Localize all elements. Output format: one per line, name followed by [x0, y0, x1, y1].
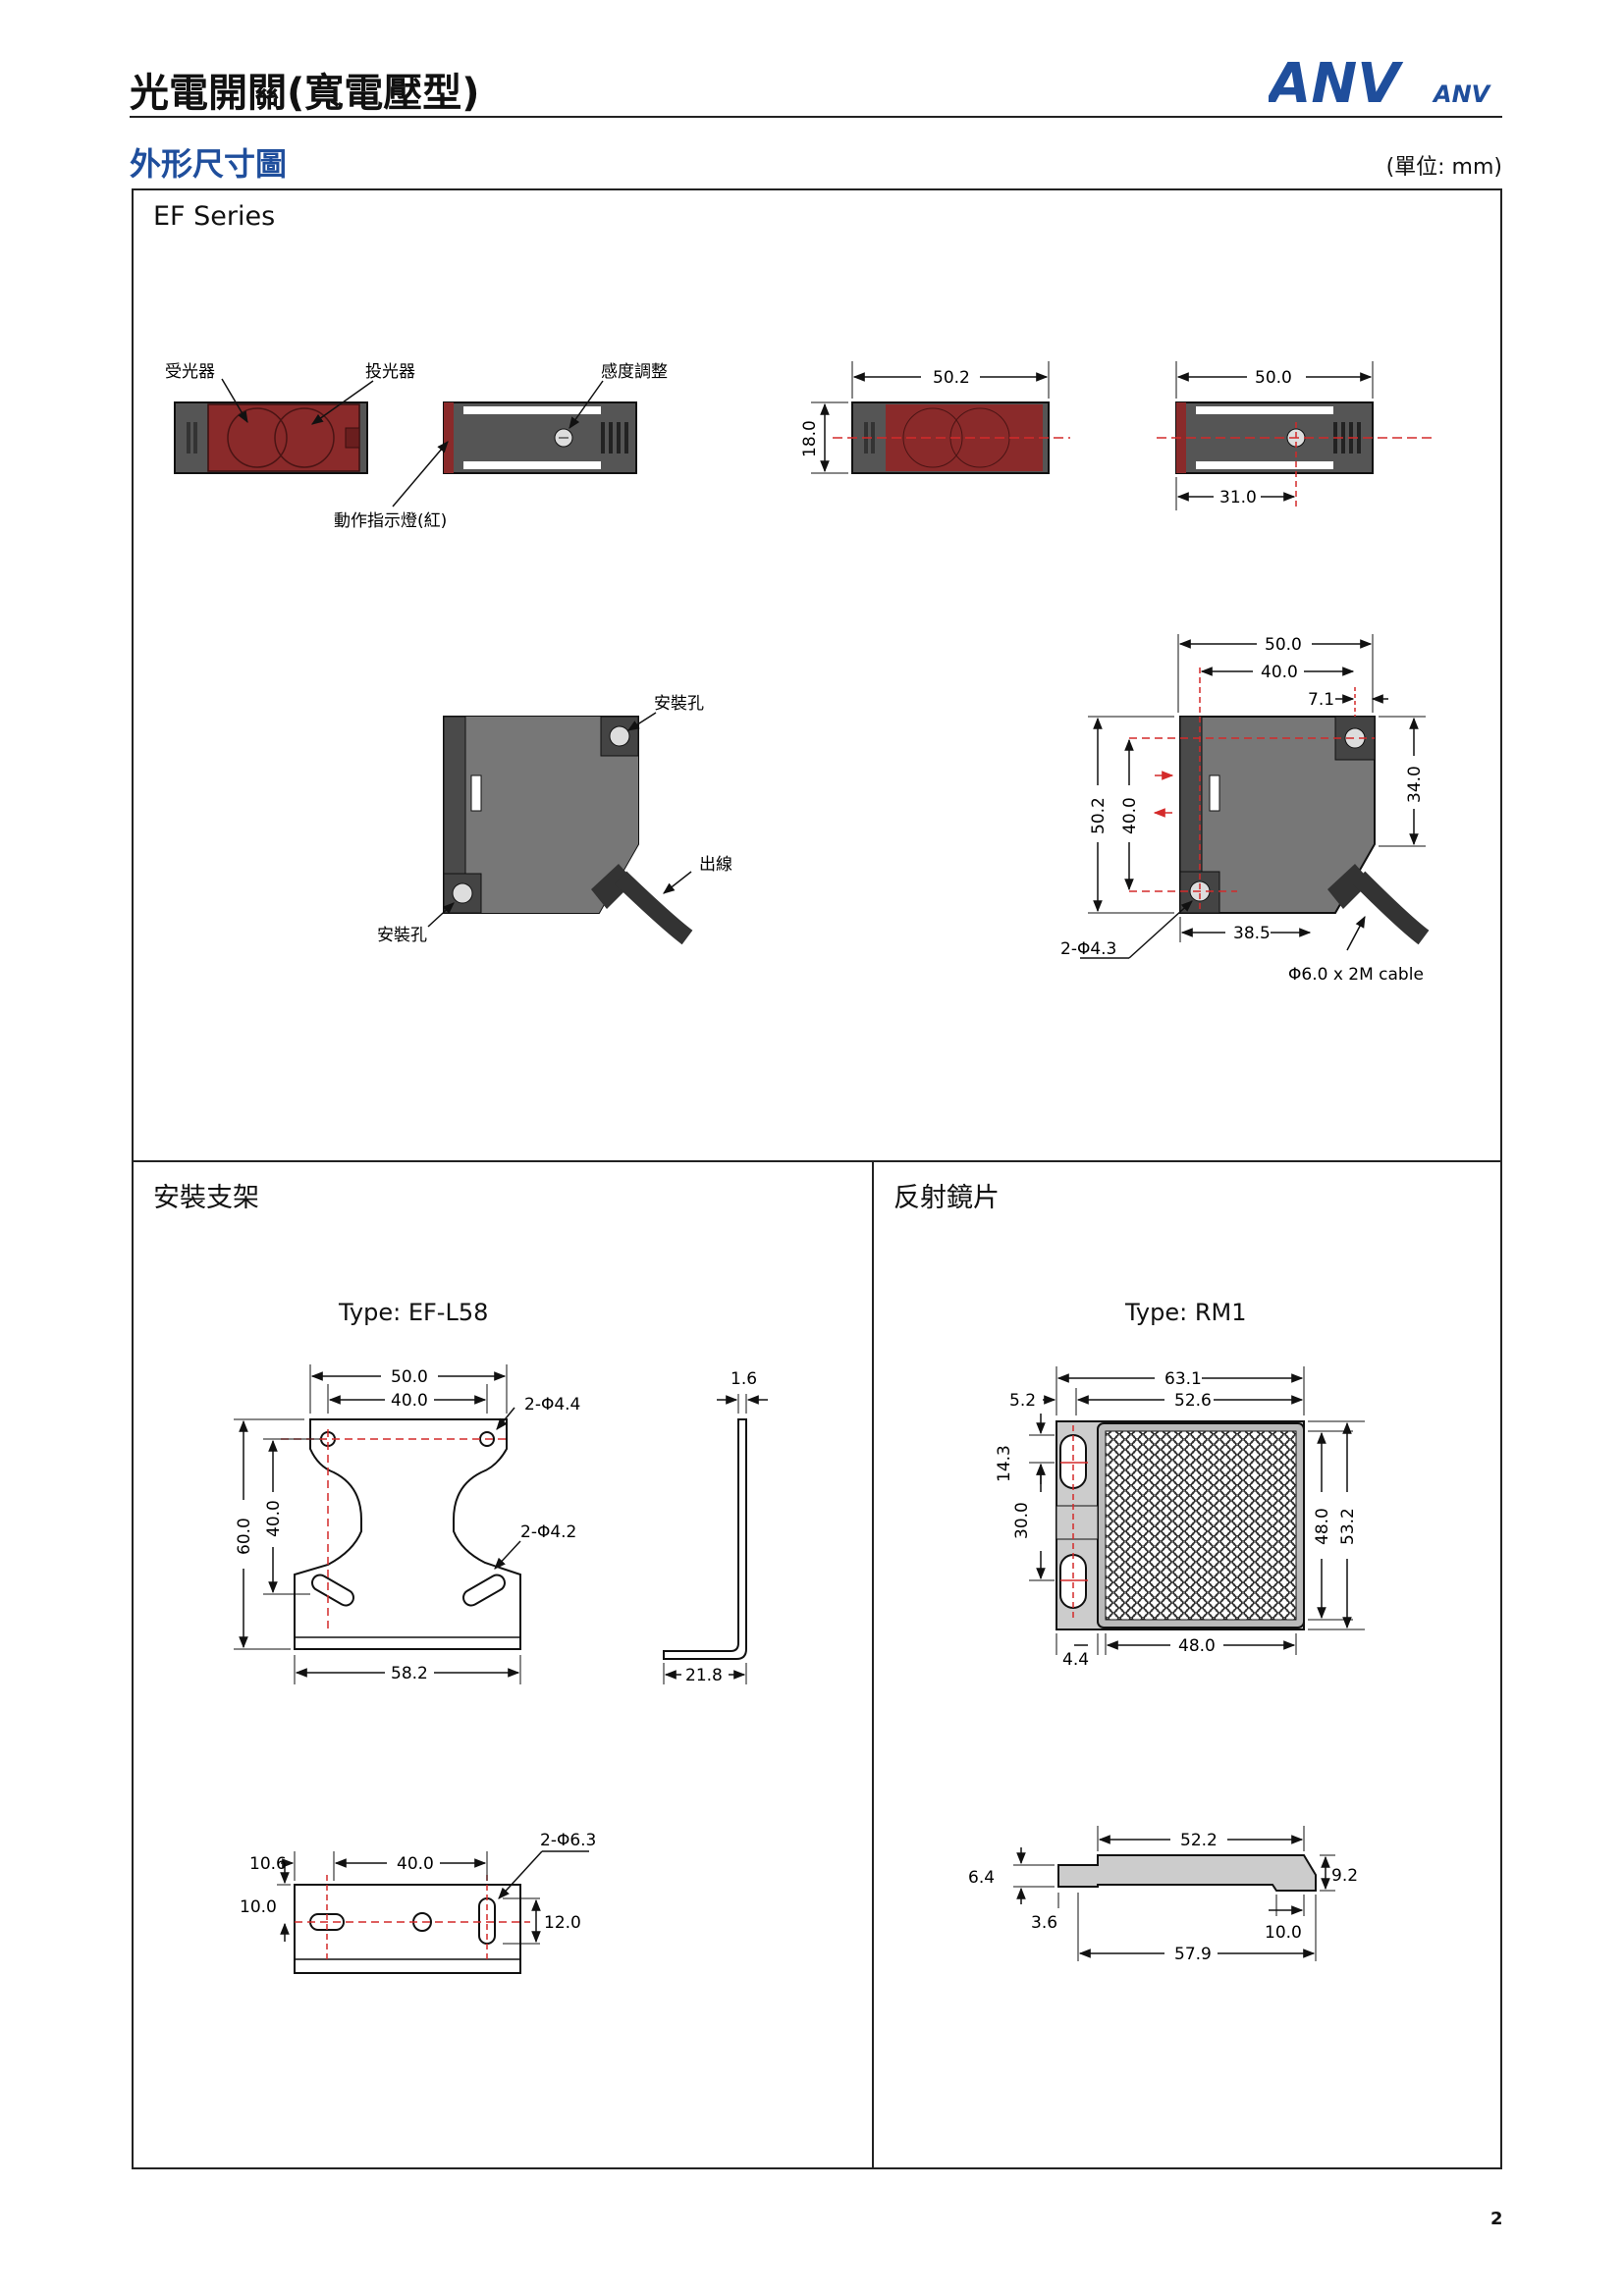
bracket-dim-holes42: 2-Φ4.2 — [520, 1522, 576, 1542]
dim-iso-h40: 40.0 — [1120, 797, 1140, 834]
bracket-dim-holes63: 2-Φ6.3 — [540, 1831, 596, 1850]
anv-logo: ANV ANV — [1269, 53, 1492, 112]
dim-iso-h34: 34.0 — [1405, 766, 1425, 803]
sensor-back-view — [443, 401, 637, 474]
reflector-side-view — [1013, 1826, 1335, 1961]
bracket-dim-w58: 58.2 — [391, 1664, 428, 1683]
bracket-dim-b100: 10.0 — [240, 1897, 277, 1917]
reflector-type-label: Type: RM1 — [1125, 1299, 1247, 1326]
reflector-dim-s100: 10.0 — [1265, 1923, 1302, 1943]
bracket-side-view — [663, 1394, 768, 1684]
reflector-dim-s64: 6.4 — [968, 1868, 995, 1888]
front-dimension-view — [811, 361, 1070, 474]
reflector-dim-h300: 30.0 — [1012, 1502, 1032, 1539]
bracket-dim-t16: 1.6 — [731, 1369, 757, 1389]
svg-text:ANV: ANV — [1432, 80, 1492, 108]
bracket-dim-w50: 50.0 — [391, 1367, 428, 1387]
frame-divider-horizontal — [132, 1160, 1502, 1162]
reflector-dim-s579: 57.9 — [1174, 1945, 1212, 1964]
drawing-frame — [132, 188, 1502, 2169]
reflector-dim-w52: 5.2 — [1009, 1391, 1036, 1411]
header-rule — [130, 116, 1502, 118]
dim-iso-w7: 7.1 — [1308, 690, 1334, 710]
dim-side-position: 31.0 — [1219, 488, 1257, 507]
page-number: 2 — [1490, 2209, 1503, 2229]
bracket-dim-h40: 40.0 — [264, 1500, 284, 1537]
reflector-panel-title: 反射鏡片 — [893, 1183, 1000, 1213]
reflector-dim-s522: 52.2 — [1180, 1831, 1218, 1850]
sensor-iso-dimension-view — [1080, 634, 1430, 959]
reflector-dim-h532: 53.2 — [1338, 1508, 1358, 1545]
section-title: 外形尺寸圖 — [130, 145, 288, 183]
side-dimension-view — [1157, 361, 1435, 510]
unit-note: (單位: mm) — [1385, 155, 1502, 180]
frame-divider-vertical — [872, 1160, 874, 2169]
reflector-dim-w631: 63.1 — [1164, 1369, 1202, 1389]
bracket-bottom-view — [277, 1850, 589, 1974]
bracket-dim-b106: 10.6 — [249, 1854, 287, 1874]
reflector-dim-w44: 4.4 — [1062, 1650, 1089, 1670]
bracket-dim-holes44: 2-Φ4.4 — [524, 1395, 580, 1415]
reflector-dim-h480: 48.0 — [1313, 1508, 1332, 1545]
sensor-iso-view — [443, 716, 693, 945]
bracket-dim-h60: 60.0 — [235, 1518, 254, 1555]
dim-side-width: 50.0 — [1255, 368, 1292, 388]
cable-spec-label: Φ6.0 x 2M cable — [1288, 965, 1424, 985]
reflector-dim-s36: 3.6 — [1031, 1913, 1057, 1933]
cable-out-label: 出線 — [699, 855, 732, 875]
reflector-dim-w480: 48.0 — [1178, 1636, 1216, 1656]
indicator-label: 動作指示燈(紅) — [334, 511, 447, 531]
dim-iso-h50: 50.2 — [1089, 797, 1109, 834]
page-title: 光電開關(寬電壓型) — [130, 71, 480, 116]
svg-text:ANV: ANV — [1269, 53, 1404, 112]
receiver-label: 受光器 — [165, 362, 215, 382]
reflector-dim-w526: 52.6 — [1174, 1391, 1212, 1411]
ef-series-title: EF Series — [153, 201, 276, 232]
dim-iso-w50: 50.0 — [1265, 635, 1302, 655]
bracket-dim-d21: 21.8 — [685, 1666, 723, 1685]
bracket-dim-w40: 40.0 — [391, 1391, 428, 1411]
bracket-dim-b120: 12.0 — [544, 1913, 581, 1933]
reflector-front-view — [1029, 1366, 1365, 1655]
reflector-dim-s92: 9.2 — [1331, 1866, 1358, 1886]
dim-iso-w38: 38.5 — [1233, 924, 1271, 943]
bracket-dim-b40: 40.0 — [397, 1854, 434, 1874]
mount-hole-label-bottom: 安裝孔 — [377, 926, 427, 945]
dim-front-width: 50.2 — [933, 368, 970, 388]
reflector-dim-h143: 14.3 — [995, 1445, 1014, 1482]
emitter-label: 投光器 — [365, 362, 415, 382]
sensitivity-label: 感度調整 — [601, 362, 668, 382]
bracket-panel-title: 安裝支架 — [153, 1183, 259, 1213]
dim-height: 18.0 — [800, 420, 820, 457]
mount-hole-label-top: 安裝孔 — [654, 694, 704, 714]
dim-iso-holes: 2-Φ4.3 — [1060, 939, 1116, 959]
sensor-front-view — [174, 401, 368, 474]
dim-iso-w40: 40.0 — [1261, 663, 1298, 682]
bracket-front-view — [234, 1364, 521, 1684]
bracket-type-label: Type: EF-L58 — [339, 1299, 489, 1326]
